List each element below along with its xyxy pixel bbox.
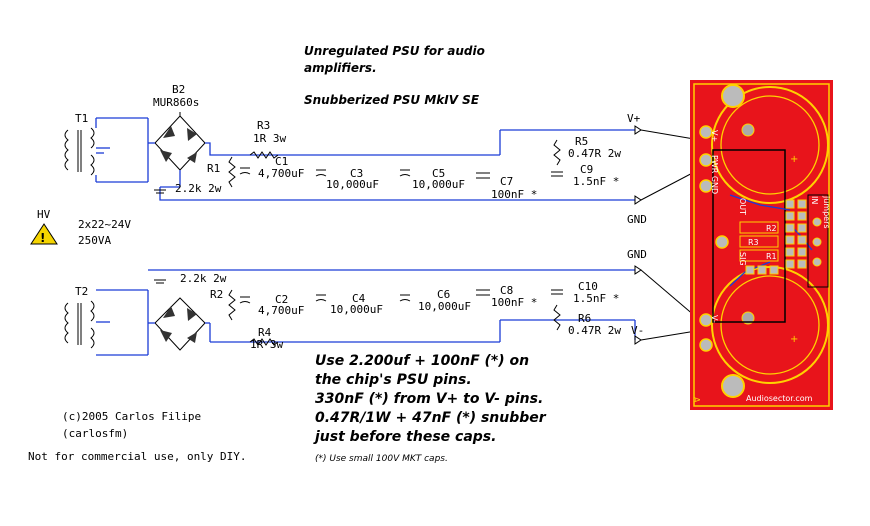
- svg-text:!: !: [40, 231, 45, 245]
- c4-label: C4: [352, 292, 366, 305]
- gnd-bottom-label: GND: [627, 248, 647, 261]
- pcb-brand: Audiosector.com: [746, 394, 813, 403]
- top-rail: V+ GND: [159, 112, 647, 226]
- r2-value: 2.2k 2w: [180, 272, 227, 285]
- c5-label: C5: [432, 167, 445, 180]
- pcb-out: OUT: [738, 198, 747, 215]
- pcb-in: IN: [810, 196, 819, 204]
- credit-line-1: (c)2005 Carlos Filipe: [62, 410, 201, 423]
- bridge-bottom: [147, 290, 211, 355]
- r6-value: 0.47R 2w: [568, 324, 621, 337]
- r5-label: R5: [575, 135, 588, 148]
- pcb-r1: R1: [766, 252, 777, 261]
- resistor-r1: R1 2.2k 2w: [175, 156, 236, 195]
- c8-value: 100nF *: [491, 296, 537, 309]
- c8-label: C8: [500, 284, 513, 297]
- trafo-voltage: 2x22~24V: [78, 218, 131, 231]
- c3-label: C3: [350, 167, 363, 180]
- r1-value: 2.2k 2w: [175, 182, 222, 195]
- c7-label: C7: [500, 175, 513, 188]
- c9-label: C9: [580, 163, 593, 176]
- c6-value: 10,000uF: [418, 300, 471, 313]
- transformer-t2: T2: [64, 285, 148, 356]
- r6-label: R6: [578, 312, 591, 325]
- svg-text:A: A: [692, 397, 701, 403]
- r4-label: R4: [258, 326, 272, 339]
- c2-label: C2: [275, 293, 288, 306]
- r2-label: R2: [210, 288, 223, 301]
- credit-line-2: (carlosfm): [62, 427, 128, 440]
- credit-line-3: Not for commercial use, only DIY.: [28, 450, 247, 463]
- c7-value: 100nF *: [491, 188, 537, 201]
- ground-symbol-bottom: [154, 279, 166, 284]
- pcb-sig: SIG: [738, 252, 747, 266]
- resistor-r4: R4 1R 3w: [249, 326, 283, 351]
- vplus-label: V+: [627, 112, 641, 125]
- gnd-top-label: GND: [627, 213, 647, 226]
- c3-value: 10,000uF: [326, 178, 379, 191]
- svg-text:+: +: [790, 154, 798, 165]
- capacitor-c4: C4 10,000uF: [315, 292, 383, 316]
- capacitor-c2: C2 4,700uF: [239, 293, 304, 317]
- capacitor-c8: C8 100nF *: [476, 284, 537, 309]
- pcb-r2: R2: [766, 224, 777, 233]
- svg-text:+: +: [790, 334, 798, 345]
- usage-notes: Use 2.200uf + 100nF (*) on the chip's PS…: [313, 353, 547, 464]
- r1-label: R1: [207, 162, 220, 175]
- vminus-label: V-: [631, 324, 644, 337]
- c1-label: C1: [275, 155, 288, 168]
- b2-part: MUR860s: [153, 96, 199, 109]
- r4-value: 1R 3w: [250, 338, 283, 351]
- c2-value: 4,700uF: [258, 304, 304, 317]
- snubber-r5-c9: R5 0.47R 2w C9 1.5nF *: [551, 135, 621, 188]
- capacitor-c5: C5 10,000uF: [399, 167, 465, 191]
- trafo-power: 250VA: [78, 234, 111, 247]
- ground-symbol-top: [154, 189, 166, 194]
- pcb-vminus: V-: [710, 315, 719, 323]
- snubber-r6-c10: C10 1.5nF * R6 0.47R 2w: [551, 280, 621, 337]
- t1-label: T1: [75, 112, 88, 125]
- c10-label: C10: [578, 280, 598, 293]
- c1-value: 4,700uF: [258, 167, 304, 180]
- capacitor-c1: C1 4,700uF: [239, 155, 304, 180]
- pcb-board: + + R2 R3 R1: [640, 80, 833, 410]
- credits: (c)2005 Carlos Filipe (carlosfm) Not for…: [28, 410, 247, 463]
- bridge-b2: B2 MUR860s: [147, 83, 206, 182]
- note-line-3: 330nF (*) from V+ to V- pins.: [315, 391, 543, 407]
- pcb-vplus: V+: [710, 130, 719, 142]
- r5-value: 0.47R 2w: [568, 147, 621, 160]
- r3-label: R3: [257, 119, 270, 132]
- pcb-jumpers: jumpers: [822, 195, 831, 229]
- resistor-r2: 2.2k 2w R2: [180, 272, 236, 321]
- note-line-1: Use 2.200uf + 100nF (*) on: [315, 353, 529, 369]
- title-line-2: amplifiers.: [304, 61, 377, 75]
- c4-value: 10,000uF: [330, 303, 383, 316]
- c10-value: 1.5nF *: [573, 292, 619, 305]
- c6-label: C6: [437, 288, 450, 301]
- hv-label: HV: [37, 208, 51, 221]
- note-line-5: just before these caps.: [313, 429, 496, 445]
- transformer-t1: T1: [64, 112, 148, 183]
- bottom-rail: GND V-: [148, 248, 647, 345]
- capacitor-c6: C6 10,000uF: [399, 288, 471, 313]
- resistor-r3: R3 1R 3w: [249, 119, 286, 159]
- pcb-pwr-gnd: PWR GND: [710, 155, 719, 194]
- capacitor-c3: C3 10,000uF: [315, 167, 379, 191]
- note-line-2: the chip's PSU pins.: [315, 372, 472, 388]
- c5-value: 10,000uF: [412, 178, 465, 191]
- hv-warning-icon: HV !: [30, 208, 58, 245]
- title-line-3: Snubberized PSU MkIV SE: [304, 93, 480, 107]
- t2-label: T2: [75, 285, 88, 298]
- r3-value: 1R 3w: [253, 132, 286, 145]
- title-line-1: Unregulated PSU for audio: [304, 44, 485, 58]
- c9-value: 1.5nF *: [573, 175, 619, 188]
- note-small: (*) Use small 100V MKT caps.: [315, 454, 448, 464]
- b2-label: B2: [172, 83, 185, 96]
- pcb-r3: R3: [748, 238, 759, 247]
- note-line-4: 0.47R/1W + 47nF (*) snubber: [315, 410, 547, 426]
- capacitor-c7: C7 100nF *: [476, 172, 537, 201]
